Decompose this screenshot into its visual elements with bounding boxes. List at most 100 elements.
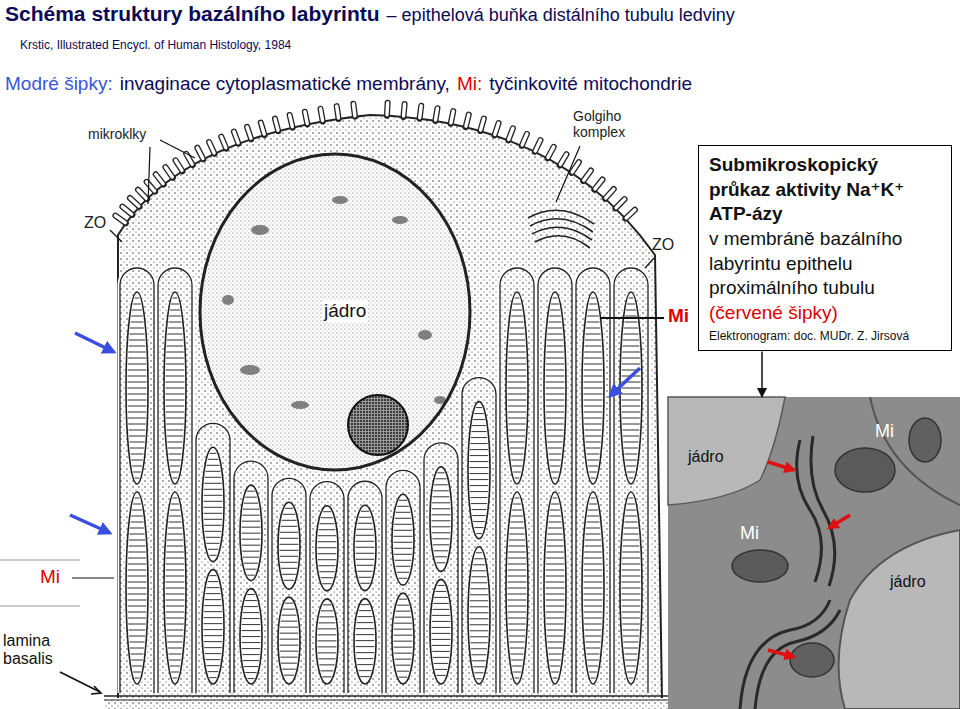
- microvillus: [353, 104, 354, 116]
- crista: [132, 666, 142, 667]
- crista: [396, 611, 411, 612]
- crista: [204, 525, 221, 526]
- nucleus: [392, 216, 408, 224]
- crista: [247, 678, 254, 679]
- microvillus: [584, 171, 591, 181]
- crista: [589, 472, 597, 473]
- crista: [131, 654, 144, 655]
- fold-channel: [424, 443, 458, 693]
- crista: [584, 400, 603, 401]
- crista: [131, 322, 144, 323]
- crista: [511, 322, 524, 323]
- mitochondrion: [164, 292, 186, 484]
- crista: [622, 352, 639, 353]
- crista: [204, 489, 222, 490]
- crista: [397, 605, 409, 606]
- crista: [129, 636, 145, 637]
- electron-micrograph: [839, 530, 960, 709]
- crista: [509, 442, 524, 443]
- crista: [242, 533, 261, 534]
- subtitle: – epithelová buňka distálního tubulu led…: [387, 5, 735, 26]
- crista: [167, 546, 184, 547]
- crista: [591, 298, 596, 299]
- crista: [242, 642, 261, 643]
- crista: [166, 564, 184, 565]
- crista: [515, 298, 520, 299]
- electron-micrograph: [829, 515, 850, 528]
- crista: [245, 672, 256, 673]
- crista: [584, 552, 601, 553]
- crista: [129, 430, 146, 431]
- crista: [510, 328, 524, 329]
- microvillus: [420, 106, 422, 119]
- crista: [319, 664, 334, 665]
- nucleus: [418, 330, 432, 340]
- crista: [356, 640, 375, 641]
- crista: [591, 498, 596, 499]
- crista: [171, 672, 179, 673]
- crista: [323, 511, 331, 512]
- crista: [547, 642, 562, 643]
- crista: [169, 316, 181, 317]
- crista: [474, 558, 483, 559]
- microvillus: [495, 123, 499, 134]
- microvillus: [247, 127, 251, 139]
- crista: [546, 424, 563, 425]
- crista: [394, 623, 412, 624]
- crista: [513, 672, 521, 673]
- mitochondrion: [468, 547, 490, 684]
- crista: [511, 522, 524, 523]
- crista: [623, 346, 640, 347]
- microvillus: [535, 140, 540, 151]
- crista: [623, 636, 639, 637]
- crista: [167, 534, 182, 535]
- crista: [128, 552, 145, 553]
- crista: [584, 358, 602, 359]
- crista: [433, 657, 449, 658]
- crista: [166, 618, 184, 619]
- crista: [321, 610, 333, 611]
- membrane-fold: [158, 268, 192, 693]
- crista: [546, 564, 564, 565]
- microvillus: [435, 108, 437, 120]
- crista: [470, 618, 489, 619]
- crista: [553, 498, 558, 499]
- microvillus: [353, 104, 355, 117]
- nucleus: [222, 295, 234, 305]
- microvillus: [435, 108, 437, 121]
- crista: [247, 594, 255, 595]
- crista: [622, 358, 640, 359]
- crista: [623, 442, 638, 443]
- crista: [508, 588, 527, 589]
- crista: [624, 528, 638, 529]
- crista: [585, 430, 602, 431]
- crista: [243, 660, 259, 661]
- crista: [629, 498, 634, 499]
- crista: [587, 516, 599, 517]
- crista: [167, 430, 184, 431]
- mitochondrion: [164, 492, 186, 684]
- crista: [318, 658, 335, 659]
- crista: [508, 624, 525, 625]
- crista: [128, 388, 147, 389]
- crista: [394, 536, 413, 537]
- crista: [587, 322, 600, 323]
- mitochondrion: [316, 599, 338, 684]
- crista: [508, 594, 527, 595]
- microvillus: [156, 174, 163, 183]
- crista: [397, 671, 409, 672]
- crista: [585, 540, 601, 541]
- crista: [549, 454, 562, 455]
- crista: [356, 565, 373, 566]
- crista: [356, 652, 374, 653]
- crista: [282, 669, 296, 670]
- crista: [323, 604, 331, 605]
- crista: [357, 664, 372, 665]
- crista: [515, 678, 520, 679]
- crista: [205, 477, 221, 478]
- crista: [585, 436, 601, 437]
- crista: [547, 534, 562, 535]
- mitochondrion: [278, 597, 300, 684]
- crista: [548, 328, 562, 329]
- note-text: Elektronogram: doc. MUDr. Z. Jirsová: [709, 329, 941, 345]
